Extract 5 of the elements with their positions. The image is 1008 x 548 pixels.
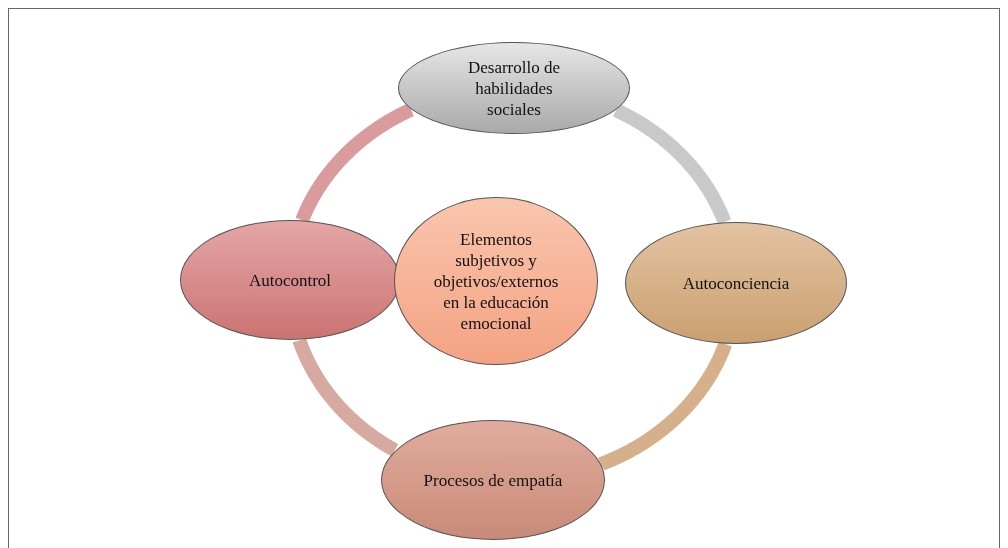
node-label: Procesos de empatía [423, 469, 563, 491]
node-label: Elementos subjetivos y objetivos/externos en la educación emocional [432, 228, 560, 334]
node-label: Autoconciencia [682, 272, 790, 294]
node-label: Autocontrol [248, 269, 332, 291]
node-label: Desarrollo de habilidades sociales [466, 56, 562, 120]
